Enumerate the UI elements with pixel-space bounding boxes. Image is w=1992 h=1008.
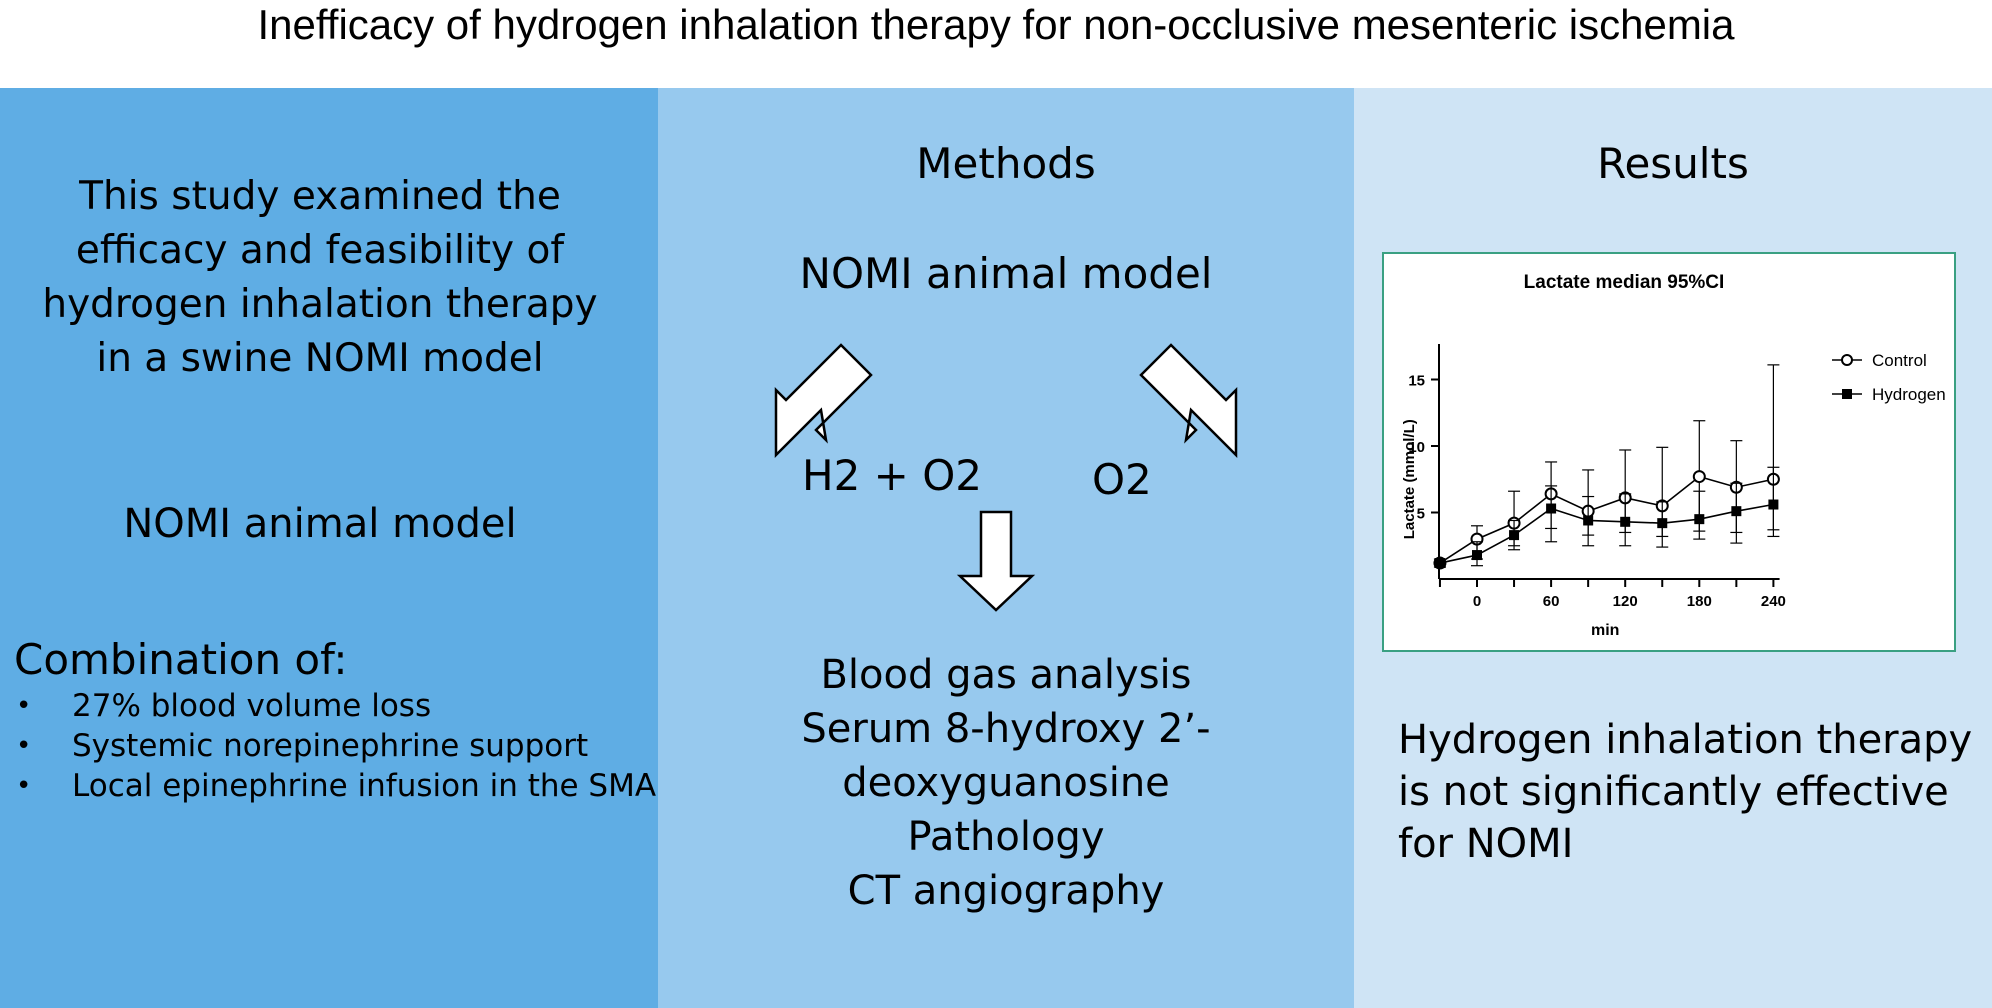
study-line: in a swine NOMI model [96,336,544,381]
legend-marker [1841,354,1853,366]
series-line [1439,475,1774,564]
combination-list: 27% blood volume loss Systemic norepinep… [14,686,656,806]
methods-title: Methods [916,139,1096,188]
study-line: hydrogen inhalation therapy [42,282,598,327]
y-tick-label: 5 [1417,506,1425,523]
methods-model-label: NOMI animal model [799,249,1213,298]
study-description: This study examined the efficacy and fea… [20,170,620,386]
data-point [1692,470,1706,484]
results-title: Results [1597,139,1749,188]
data-point [1694,514,1705,525]
y-tick-label: 10 [1408,439,1425,456]
data-point [1657,518,1668,529]
flow-arrows [774,343,1238,612]
arm-h2-o2: H2 + O2 [802,451,982,500]
conclusion-line: for NOMI [1398,821,1574,867]
data-point [1434,558,1445,569]
data-point [1768,499,1779,510]
measurements-list: Blood gas analysis Serum 8-hydroxy 2’- d… [658,648,1354,918]
conclusion-line: Hydrogen inhalation therapy [1398,717,1973,763]
combination-heading: Combination of: [14,635,348,684]
measurement-item: Pathology [907,814,1105,860]
data-point [1731,506,1742,517]
data-point [1546,503,1557,514]
list-item: 27% blood volume loss [14,686,656,726]
legend-label: Control [1872,351,1927,370]
measurement-item: CT angiography [847,868,1165,914]
x-axis-label: min [1591,622,1619,639]
x-tick-label: 60 [1543,593,1560,610]
arrow-down-left-icon [774,343,873,459]
legend-label: Hydrogen [1872,385,1946,404]
x-tick-label: 0 [1473,593,1481,610]
x-tick-label: 180 [1687,593,1712,610]
arrow-down-icon [956,510,1036,612]
chart-canvas: Lactate median 95%CI 5 10 15 0 60 120 180 240 min… [1401,272,1946,639]
methods-panel: Methods NOMI animal model H2 + O2 O2 Blo… [658,88,1354,1008]
lactate-chart: Lactate median 95%CI 5 10 15 0 60 120 180 240 min… [1382,252,1956,652]
legend-marker [1842,389,1852,399]
results-panel: Results Lactate median 95%CI 5 10 15 0 60 120 1… [1354,88,1992,1008]
conclusion-text: Hydrogen inhalation therapy is not signi… [1398,714,1978,870]
measurement-item: Blood gas analysis [820,652,1192,698]
series-line [1439,503,1774,564]
data-point [1509,530,1520,541]
model-label: NOMI animal model [123,501,517,547]
data-point [1583,515,1594,526]
conclusion-line: is not significantly effective [1398,769,1949,815]
x-tick-label: 120 [1613,593,1638,610]
chart-title: Lactate median 95%CI [1524,272,1725,293]
y-tick-label: 15 [1408,373,1425,390]
x-tick-label: 240 [1761,593,1786,610]
page-title: Inefficacy of hydrogen inhalation therap… [257,1,1735,48]
background-panel: This study examined the efficacy and fea… [0,88,658,1008]
list-item: Local epinephrine infusion in the SMA [14,766,656,806]
measurement-item: deoxyguanosine [842,760,1170,806]
study-line: This study examined the [79,174,561,219]
data-point [1620,516,1631,527]
arrow-down-right-icon [1139,343,1238,459]
study-line: efficacy and feasibility of [75,228,565,273]
measurement-item: Serum 8-hydroxy 2’- [801,706,1211,752]
arm-o2: O2 [1092,455,1152,504]
y-axis-label: Lactate (mmol/L) [1401,419,1418,539]
list-item: Systemic norepinephrine support [14,726,656,766]
data-point [1472,550,1482,561]
